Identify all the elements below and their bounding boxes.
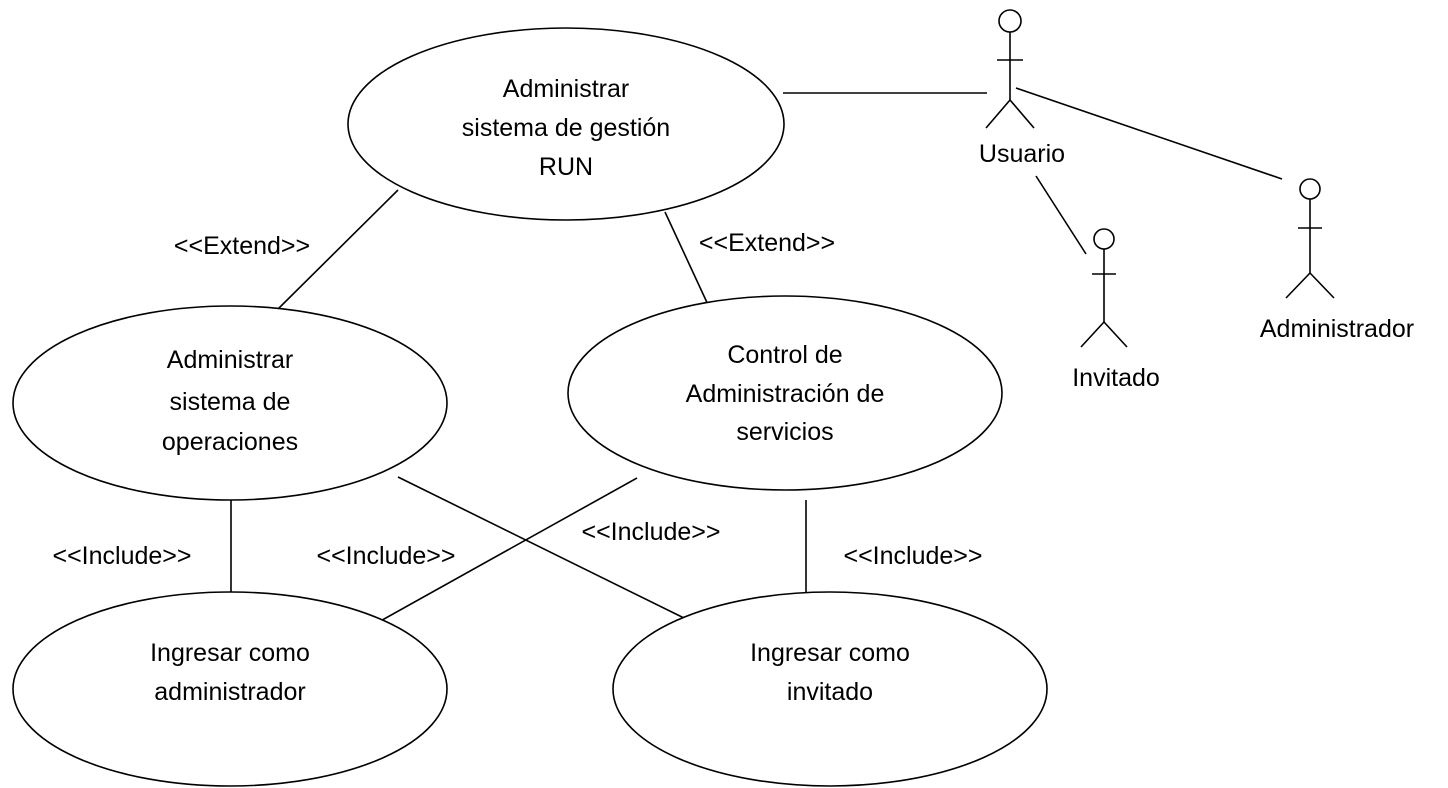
actor-invitado-label: Invitado (1072, 364, 1160, 392)
actor-usuario-label: Usuario (979, 140, 1065, 168)
use-case-label-line: operaciones (162, 428, 298, 456)
include-label-ops-inv: <<Include>> (581, 518, 720, 546)
use-case-label-line: RUN (539, 153, 593, 181)
use-case-label-line: servicios (736, 418, 833, 446)
actor-icon (1285, 178, 1335, 299)
use-case-ingresar-invitado[interactable]: Ingresar como invitado (612, 591, 1048, 787)
use-case-control-servicios[interactable]: Control de Administración de servicios (567, 295, 1003, 491)
use-case-label-line: sistema de gestión (462, 114, 670, 142)
use-case-label-line: sistema de (170, 388, 291, 416)
extend-label-right: <<Extend>> (699, 229, 835, 257)
actor-administrador[interactable]: Administrador (1260, 178, 1414, 343)
extend-line-servicios (664, 211, 711, 310)
include-label-ops-admin: <<Include>> (52, 542, 191, 570)
include-line-ops-inv (397, 476, 687, 620)
use-case-label-line: administrador (154, 678, 305, 706)
use-case-ingresar-administrador[interactable]: Ingresar como administrador (12, 591, 448, 787)
actor-icon (985, 9, 1035, 129)
extend-label-left: <<Extend>> (174, 232, 310, 260)
use-case-label-line: invitado (787, 678, 873, 706)
generalization-usuario-invitado (1035, 175, 1087, 255)
actor-invitado[interactable]: Invitado (1072, 228, 1160, 392)
use-case-label-line: Administración de (686, 380, 885, 408)
include-label-serv-admin: <<Include>> (316, 542, 455, 570)
actor-icon (1080, 228, 1128, 348)
include-label-serv-inv: <<Include>> (843, 542, 982, 570)
use-case-label-line: Ingresar como (750, 639, 910, 667)
use-case-label-line: Administrar (167, 346, 293, 374)
actor-usuario[interactable]: Usuario (979, 9, 1065, 168)
actor-administrador-label: Administrador (1260, 315, 1414, 343)
generalization-usuario-administrador (1015, 87, 1283, 180)
use-case-administrar-run[interactable]: Administrar sistema de gestión RUN (347, 27, 785, 221)
extend-line-operaciones (276, 189, 399, 311)
use-case-label-line: Control de (727, 341, 842, 369)
use-case-label-line: Administrar (503, 75, 629, 103)
use-case-label-line: Ingresar como (150, 639, 310, 667)
include-line-serv-admin (374, 477, 638, 625)
use-case-administrar-operaciones[interactable]: Administrar sistema de operaciones (12, 305, 448, 501)
